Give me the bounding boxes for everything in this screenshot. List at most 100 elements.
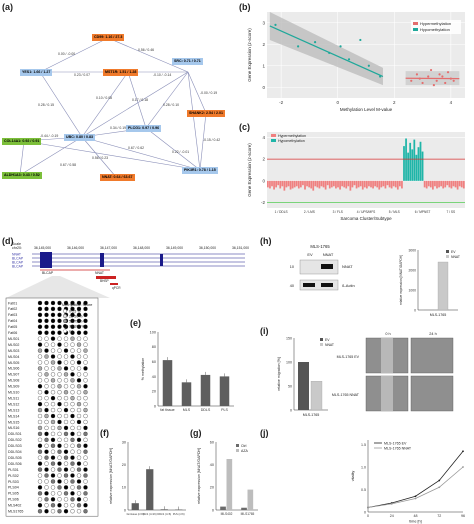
bar bbox=[162, 360, 173, 406]
methylation-circle bbox=[76, 312, 82, 318]
y-tick-label: 20 bbox=[210, 486, 214, 490]
methylation-circle bbox=[57, 437, 62, 442]
scratch-gap bbox=[381, 376, 393, 411]
methylation-circle bbox=[50, 360, 56, 365]
bar bbox=[462, 180, 465, 189]
methylation-circle bbox=[76, 431, 82, 437]
node-col14a1[interactable]: COL14A1: 0.92 / 0.91 bbox=[2, 138, 42, 145]
methylation-circle bbox=[50, 503, 56, 508]
coordinate-label: 36,149,000 bbox=[166, 246, 183, 250]
methylation-circle bbox=[44, 485, 49, 490]
x-tick-label: 5 / MLS bbox=[389, 210, 400, 214]
x-tick-label: MLS (n=16) bbox=[143, 512, 157, 516]
sample-label: PLS05 bbox=[8, 492, 19, 496]
sample-label: Fat06 bbox=[8, 331, 17, 335]
x-axis-label: Methylation Level M-value bbox=[340, 107, 393, 112]
y-axis-label: Gene Expression (z-score) bbox=[247, 28, 252, 82]
gene-label: NNAT bbox=[95, 271, 104, 275]
data-point bbox=[435, 79, 438, 82]
methylation-circle bbox=[37, 372, 43, 377]
bar bbox=[437, 261, 449, 311]
bar bbox=[291, 180, 294, 189]
bar bbox=[281, 180, 284, 187]
methylation-circle bbox=[44, 413, 49, 419]
methylation-circle bbox=[76, 509, 82, 514]
bar bbox=[293, 180, 296, 188]
methylation-circle bbox=[37, 348, 43, 353]
y-axis-label: relative migration [%] bbox=[277, 357, 281, 391]
methylation-circle bbox=[50, 497, 56, 502]
y-tick-label: 0 bbox=[154, 404, 156, 408]
methylation-circle bbox=[76, 330, 82, 335]
node-pik3r1[interactable]: PIK3R1: 0.78 / 1.15 bbox=[182, 167, 218, 174]
legend-label: 26-50 % bbox=[69, 314, 83, 318]
edge-label: 0.67 / 0.62 bbox=[128, 146, 145, 150]
methylation-circle bbox=[57, 384, 62, 389]
methylation-circle bbox=[50, 401, 56, 407]
methylation-circle bbox=[37, 407, 43, 413]
methylation-circle bbox=[44, 336, 49, 341]
node-yes1[interactable]: YES1: 1.66 / 1.27 bbox=[20, 69, 53, 76]
methylation-circle bbox=[37, 473, 43, 478]
methylation-circle bbox=[76, 384, 82, 389]
methylation-circle bbox=[57, 461, 62, 466]
node-src[interactable]: SRC: 0.71 / 0.71 bbox=[172, 58, 203, 65]
methylation-circle bbox=[83, 509, 88, 514]
node-nnat[interactable]: NNAT: 0.64 / 63.67 bbox=[100, 174, 135, 181]
data-point bbox=[438, 73, 441, 76]
x-tick-label: DDLS bbox=[201, 408, 211, 412]
methylation-circle bbox=[83, 306, 88, 312]
methylation-circle bbox=[44, 300, 49, 306]
edge-label: 0.56 / 0.23 bbox=[92, 156, 109, 160]
panel-c-label: (c) bbox=[239, 122, 250, 132]
methylation-circle bbox=[44, 473, 49, 478]
methylation-circle bbox=[63, 384, 69, 389]
bar bbox=[440, 180, 443, 187]
y-tick-label: 100 bbox=[286, 360, 292, 364]
track-label: BLCAP bbox=[12, 265, 24, 269]
node-mst1r[interactable]: MST1R: 1.51 / 1.28 bbox=[103, 69, 139, 76]
methylation-circle bbox=[44, 437, 49, 442]
node-shank2[interactable]: SHANK2: 2.54 / 2.01 bbox=[187, 110, 225, 117]
sample-label: MLS04 bbox=[8, 355, 19, 359]
sample-label: DDLS02 bbox=[8, 438, 22, 442]
panel-i-label: (i) bbox=[260, 326, 269, 336]
methylation-circle bbox=[44, 372, 49, 377]
bar bbox=[312, 180, 315, 191]
methylation-circle bbox=[70, 467, 75, 472]
methylation-circle bbox=[76, 401, 82, 407]
edge-label: 0.23 / 0.07 bbox=[74, 73, 91, 77]
methylation-circle bbox=[37, 491, 43, 496]
node-aldh1a3[interactable]: ALDH1A3: 0.43 / 0.52 bbox=[2, 172, 42, 179]
node-plcg1[interactable]: PLCG1: 0.97 / 0.96 bbox=[126, 125, 162, 132]
methylation-circle bbox=[50, 509, 56, 514]
exon-block bbox=[40, 252, 52, 268]
methylation-circle bbox=[83, 497, 88, 502]
region-box bbox=[110, 283, 118, 285]
bar bbox=[181, 382, 192, 406]
time-label: 24 h bbox=[429, 332, 436, 336]
data-point bbox=[446, 71, 450, 74]
node-ubc[interactable]: UBC: 0.80 / 0.83 bbox=[64, 134, 95, 141]
methylation-circle bbox=[57, 324, 62, 329]
legend-label: NNAT bbox=[451, 255, 460, 259]
sample-label: MLS11 bbox=[8, 396, 19, 400]
methylation-circle bbox=[57, 348, 62, 353]
legend-label: EV bbox=[325, 338, 330, 342]
methylation-circle bbox=[44, 401, 49, 407]
methylation-circle bbox=[76, 443, 82, 448]
sample-label: Fat03 bbox=[8, 313, 17, 317]
sample-label: MLS02 bbox=[8, 343, 19, 347]
methylation-circle bbox=[37, 503, 43, 508]
sample-label: MLS09 bbox=[8, 385, 19, 389]
methylation-circle bbox=[83, 360, 88, 365]
bar bbox=[450, 180, 453, 189]
x-tick-label: 2 bbox=[393, 100, 396, 105]
migration-image bbox=[410, 375, 454, 412]
bar bbox=[378, 180, 381, 190]
methylation-circle bbox=[44, 396, 49, 401]
methylation-circle bbox=[37, 384, 43, 389]
methylation-circle bbox=[76, 366, 82, 371]
bar bbox=[297, 180, 300, 189]
node-cd99[interactable]: CD99: 1.16 / 27.3 bbox=[92, 34, 125, 41]
